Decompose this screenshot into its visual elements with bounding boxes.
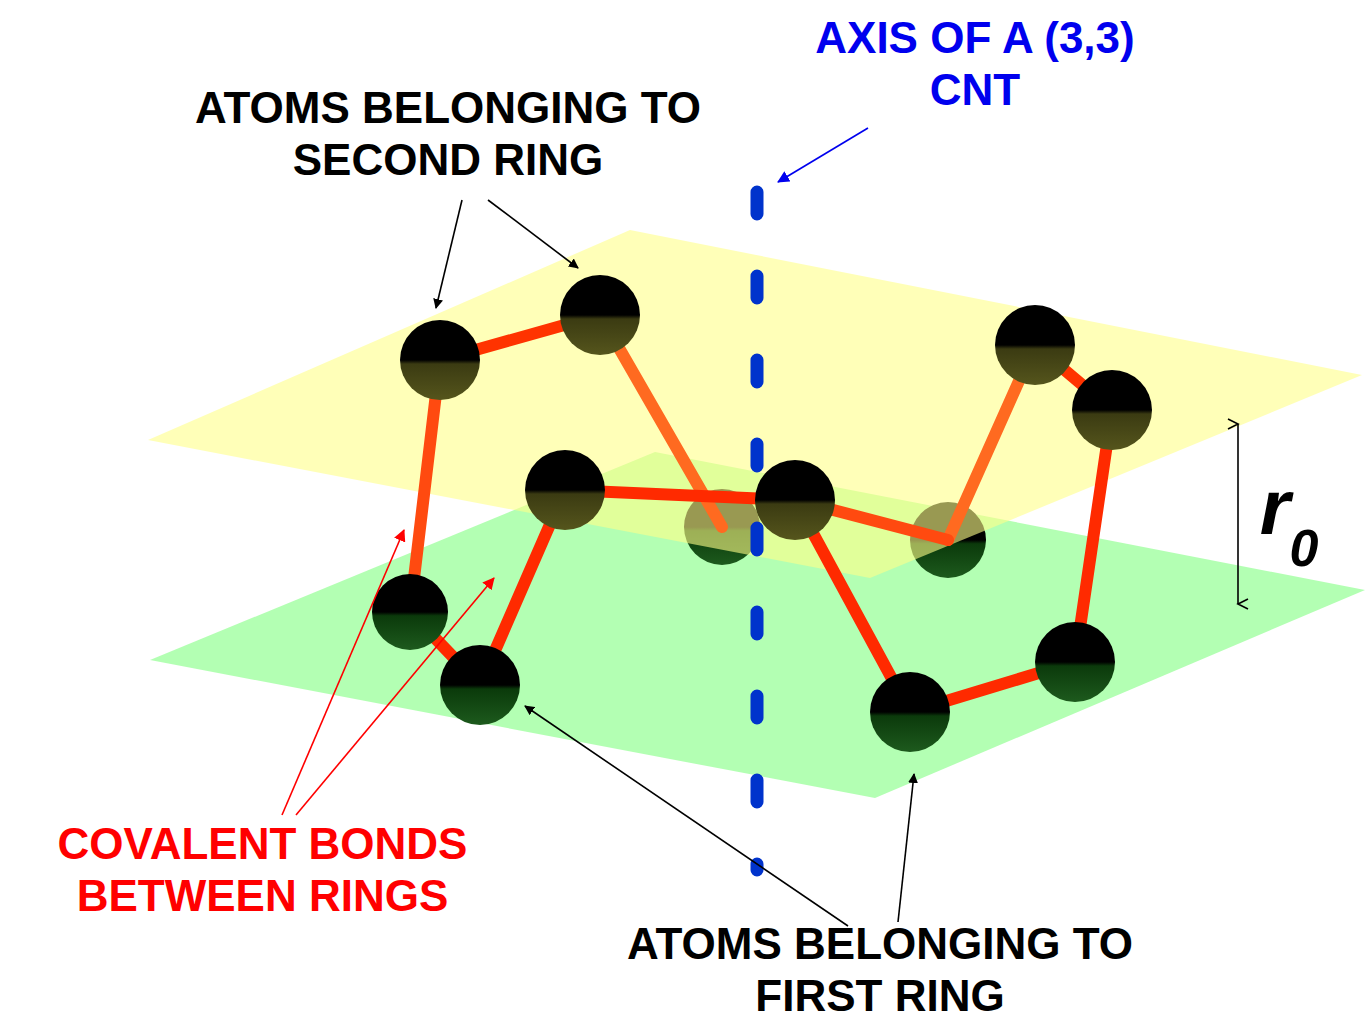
distance-subscript: 0: [1284, 522, 1324, 574]
axis-label: AXIS OF A (3,3) CNT: [815, 12, 1135, 116]
covalent-bonds: [410, 315, 1112, 712]
second-ring-label: ATOMS BELONGING TO SECOND RING: [168, 82, 728, 186]
leader-lines: [282, 128, 1238, 926]
cnt-axis: [751, 192, 764, 870]
first-ring-label: ATOMS BELONGING TO FIRST RING: [600, 918, 1160, 1022]
atoms: [372, 275, 1152, 752]
bonds-label: COVALENT BONDS BETWEEN RINGS: [0, 818, 525, 922]
